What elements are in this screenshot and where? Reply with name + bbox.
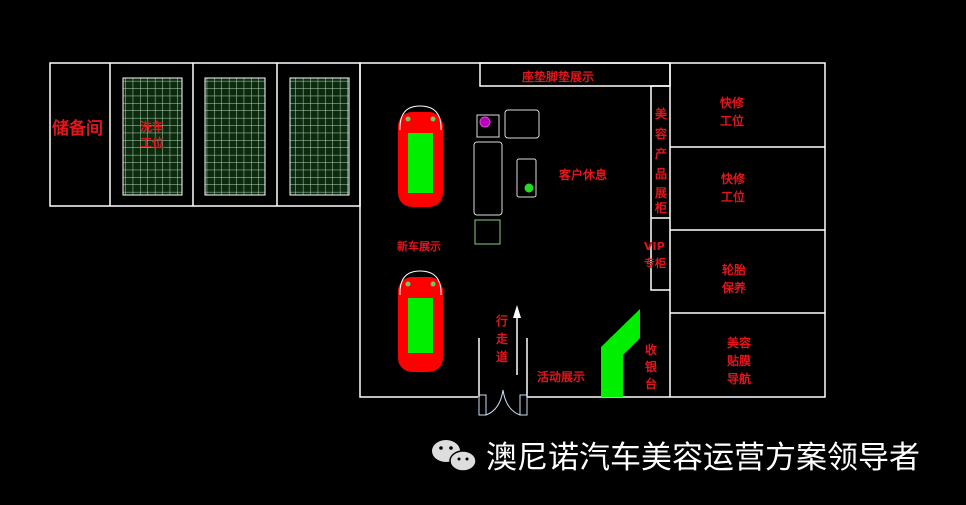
- label-quick-repair-1b: 工位: [720, 113, 744, 128]
- label-quick-repair-1a: 快修: [720, 95, 745, 110]
- walkway-arrow: [513, 305, 521, 375]
- walls: [49, 62, 826, 398]
- label-char: 美: [655, 106, 668, 121]
- label-tire-2: 保养: [721, 280, 746, 295]
- watermark-text: 澳尼诺汽车美容运营方案领导者: [486, 440, 920, 476]
- entrance-door: [478, 389, 528, 416]
- label-quick-repair-2b: 工位: [721, 189, 745, 204]
- label-event-display: 活动展示: [537, 369, 585, 384]
- label-new-car: 新车展示: [397, 239, 441, 253]
- wechat-icon: [432, 440, 477, 472]
- label-customer-lounge: 客户休息: [558, 167, 607, 182]
- label-tire-1: 轮胎: [722, 262, 746, 277]
- label-walkway-3: 道: [496, 349, 508, 364]
- label-walkway-2: 走: [496, 331, 508, 346]
- label-car-wash-2: 工位: [140, 135, 164, 150]
- label-quick-repair-2a: 快修: [721, 171, 746, 186]
- label-car-wash-1: 洗车: [140, 119, 164, 134]
- cashier-counter: [601, 309, 640, 397]
- label-mat-display: 座垫脚垫展示: [521, 69, 594, 84]
- label-cashier-3: 台: [645, 376, 657, 391]
- label-beauty-cabinet: 美 容 产 品 展 柜: [654, 106, 668, 215]
- label-film-1: 美容: [727, 335, 751, 350]
- label-film-2: 贴膜: [727, 353, 751, 368]
- label-char: 柜: [654, 200, 667, 215]
- label-cashier-1: 收: [645, 342, 657, 357]
- new-car-2: [398, 270, 443, 372]
- label-storage: 储备间: [52, 118, 103, 139]
- label-cashier-2: 银: [645, 359, 658, 374]
- label-char: 产: [655, 146, 667, 161]
- label-walkway-1: 行: [495, 313, 508, 328]
- label-vip-1: VIP: [644, 240, 665, 253]
- new-car-1: [398, 105, 443, 207]
- car-wash-bays: [122, 77, 350, 196]
- label-char: 展: [655, 186, 667, 200]
- label-film-3: 导航: [727, 371, 751, 386]
- label-char: 品: [655, 167, 667, 181]
- lounge-furniture: [473, 109, 540, 245]
- label-char: 容: [654, 126, 667, 141]
- label-vip-2: 专柜: [644, 256, 666, 270]
